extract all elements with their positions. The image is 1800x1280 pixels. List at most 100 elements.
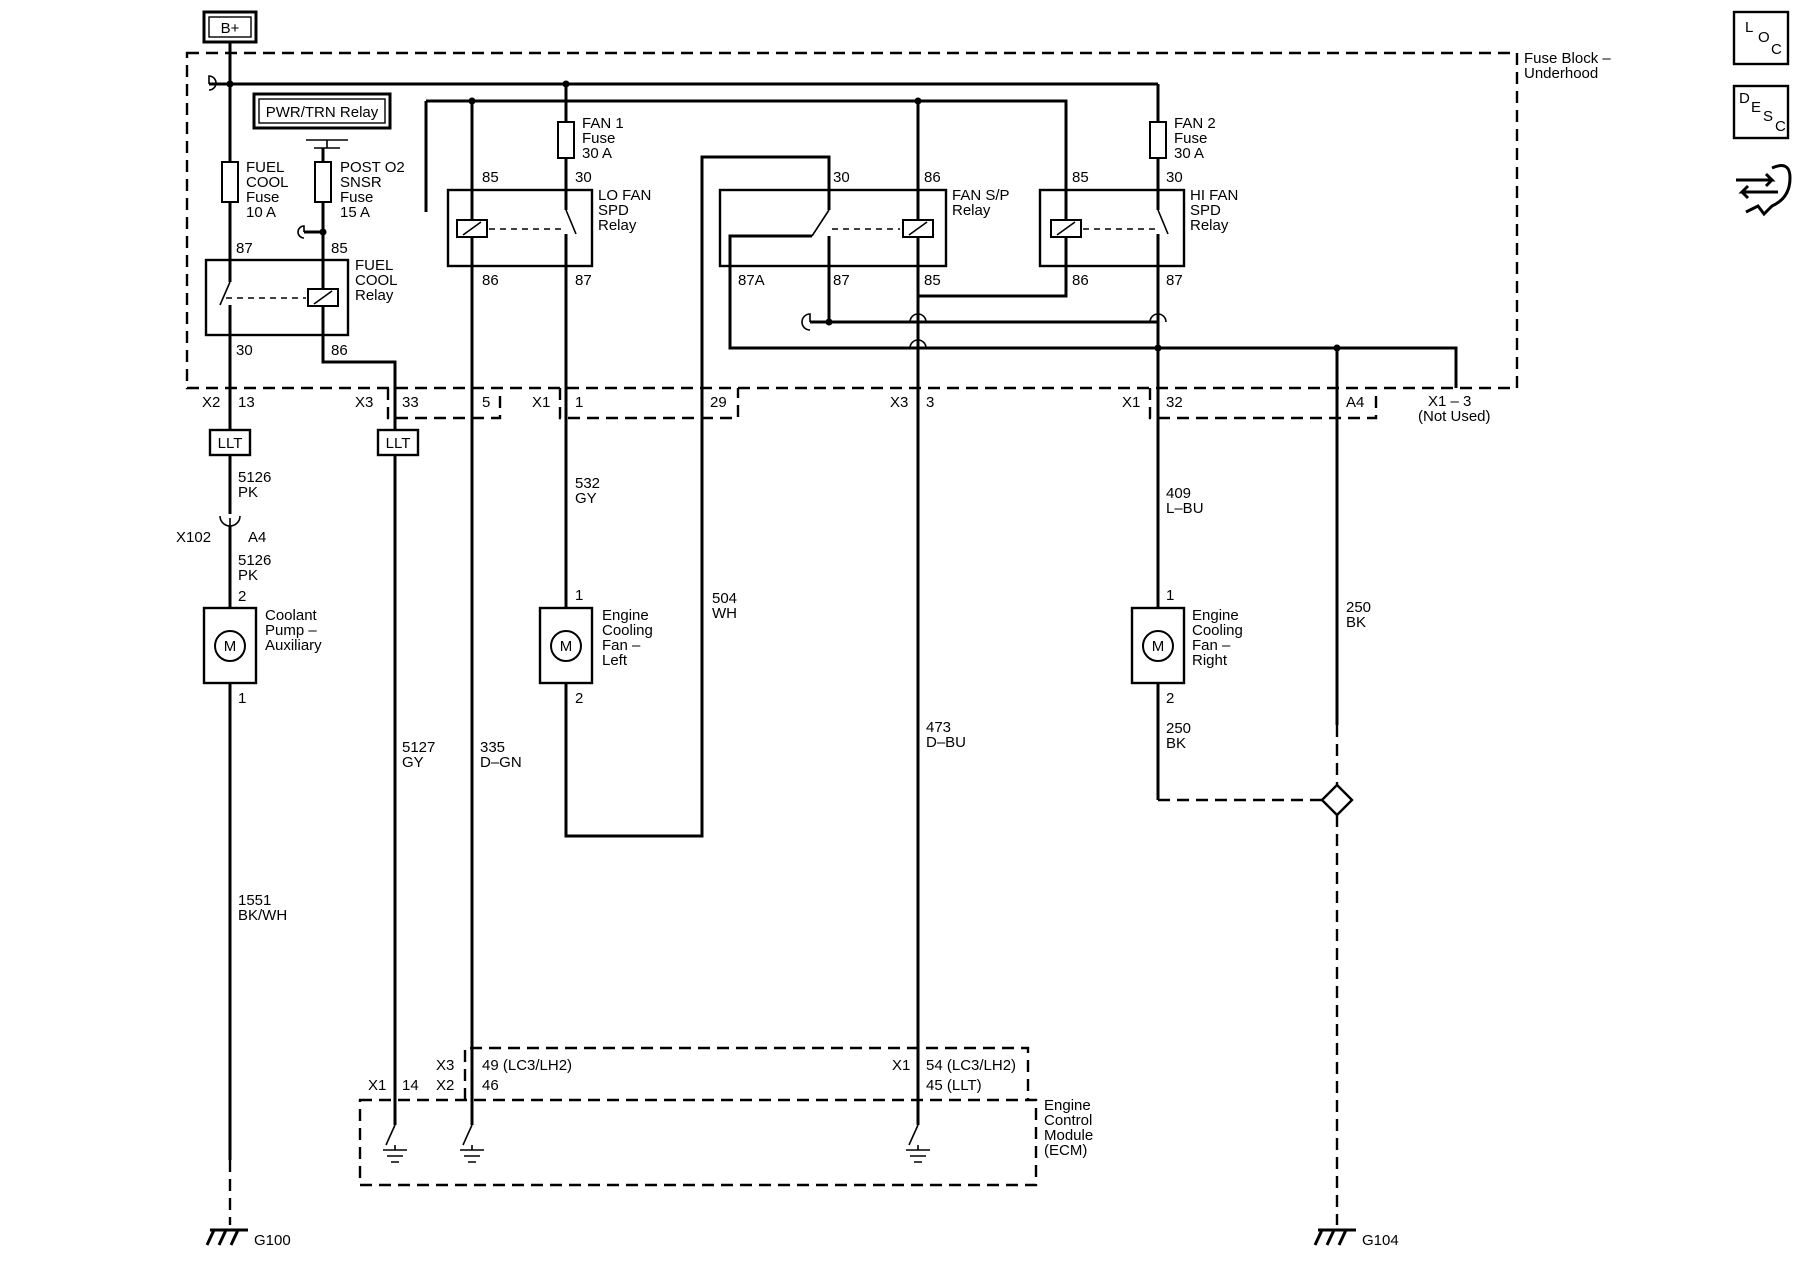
ecm-x1-14: 14 [402,1077,419,1094]
junction-7 [319,228,327,236]
wire-335-color: D–GN [480,754,522,771]
fuel-cool-relay-l3: Relay [355,287,394,304]
hi-fan-relay-coil-slash [1056,221,1076,236]
wire-1551-color: BK/WH [238,907,287,924]
x1-1-label: X1 [532,394,550,411]
fan-left-name-l3: Fan – [602,637,641,654]
wire-250-right-color: BK [1166,735,1186,752]
fan-right-name-l2: Cooling [1192,622,1243,639]
loc-icon-l: L [1745,19,1753,36]
fan1-fuse-l3: 30 A [582,145,612,162]
x102-label: X102 [176,529,211,546]
junction-4 [914,97,922,105]
lo-fan-pin85: 85 [482,169,499,186]
fan-left-motor-symbol: M [560,638,573,655]
wire-532-color: GY [575,490,597,507]
x3-3-label: X3 [890,394,908,411]
wire-532-num: 532 [575,475,600,492]
fan-sp-switch [811,209,830,237]
fan-left-name-l1: Engine [602,607,649,624]
wire-5126-top-color: PK [238,484,258,501]
wire-250-ground-num: 250 [1346,599,1371,616]
fan-sp-pin87a: 87A [738,272,765,289]
ecm-x2-label: X2 [436,1077,454,1094]
post-o2-fuse-l4: 15 A [340,204,370,221]
x2-label: X2 [202,394,220,411]
fan-sp-87a [728,234,1158,350]
fan-right-name-l3: Fan – [1192,637,1231,654]
ecm-x3-label: X3 [436,1057,454,1074]
ecm-name-l2: Control [1044,1112,1092,1129]
pin-5: 5 [482,394,490,411]
wire-250-ground-color: BK [1346,614,1366,631]
lo-fan-relay-switch [565,209,577,235]
wire-409-hop [1149,313,1167,323]
fan-right-name-l1: Engine [1192,607,1239,624]
connector-arrows-icon[interactable] [1736,164,1792,217]
wire-5127 [321,335,397,430]
fan2-fuse-l3: 30 A [1174,145,1204,162]
lo-fan-relay-l2: SPD [598,202,629,219]
desc-icon-e: E [1751,99,1761,116]
junction-1 [1154,344,1162,352]
fan-right-pin1: 1 [1166,587,1174,604]
wire-5127-num: 5127 [402,739,435,756]
ecm-ground-473 [906,1145,930,1163]
fuel-cool-relay-l2: COOL [355,272,398,289]
lo-fan-pin87: 87 [575,272,592,289]
junction-8 [825,318,833,326]
x1-3-not-used: (Not Used) [1418,408,1491,425]
ecm-pin46: 46 [482,1077,499,1094]
pwr-trn-relay-box-inner [258,98,386,124]
x3-33-pin: 33 [402,394,419,411]
llt-right-label: LLT [386,435,411,452]
post-o2-fuse-l3: Fuse [340,189,373,206]
fuel-cool-relay-l1: FUEL [355,257,393,274]
post-o2-fuse-l1: POST O2 [340,159,405,176]
fan-right-motor [1142,630,1174,662]
x1-32-label: X1 [1122,394,1140,411]
ecm-boundary [358,1098,1038,1187]
wire-fan-left-return [564,155,831,838]
fan2-fuse-l1: FAN 2 [1174,115,1216,132]
fan-sp-coil-slash [908,221,928,236]
g104-ground-icon [1313,1228,1356,1246]
fan-sp-pin30: 30 [833,169,850,186]
ecm-switch-335 [462,1124,473,1146]
lo-fan-relay-l1: LO FAN [598,187,651,204]
desc-icon[interactable]: D E S C [1732,84,1790,140]
fan1-fuse-l1: FAN 1 [582,115,624,132]
lo-fan-pin30: 30 [575,169,592,186]
fan-left-motor [550,630,582,662]
desc-icon-d: D [1739,90,1750,107]
pwr-trn-relay-label: PWR/TRN Relay [266,104,379,121]
fan-left-name-l4: Left [602,652,628,669]
loc-icon-o: O [1758,29,1770,46]
fuel-cool-pin86: 86 [331,342,348,359]
splice-diamond [1320,783,1354,817]
ecm-x1-label: X1 [368,1077,386,1094]
x2-pin13: 13 [238,394,255,411]
coolant-pump-name-l1: Coolant [265,607,318,624]
connector-dash-x3 [386,388,502,420]
lo-fan-relay-l3: Relay [598,217,637,234]
g100-label: G100 [254,1232,291,1249]
wire-335-num: 335 [480,739,505,756]
wire-5126-top-num: 5126 [238,469,271,486]
fan1-fuse [557,121,575,159]
hi-fan-pin85: 85 [1072,169,1089,186]
coolant-pump-name-l3: Auxiliary [265,637,322,654]
fuel-cool-fuse-l1: FUEL [246,159,284,176]
x102-pin: A4 [248,529,266,546]
junction-3 [562,80,570,88]
post-o2-jumper [297,225,305,239]
a4-pin: A4 [1346,394,1364,411]
wire-5127-color: GY [402,754,424,771]
ecm-name-l1: Engine [1044,1097,1091,1114]
fan-right-name-l4: Right [1192,652,1228,669]
post-o2-to-85 [304,230,325,260]
wire-473-color: D–BU [926,734,966,751]
loc-icon[interactable]: L O C [1732,10,1790,66]
fan-sp-85-link [918,266,1068,298]
junction-5 [468,97,476,105]
